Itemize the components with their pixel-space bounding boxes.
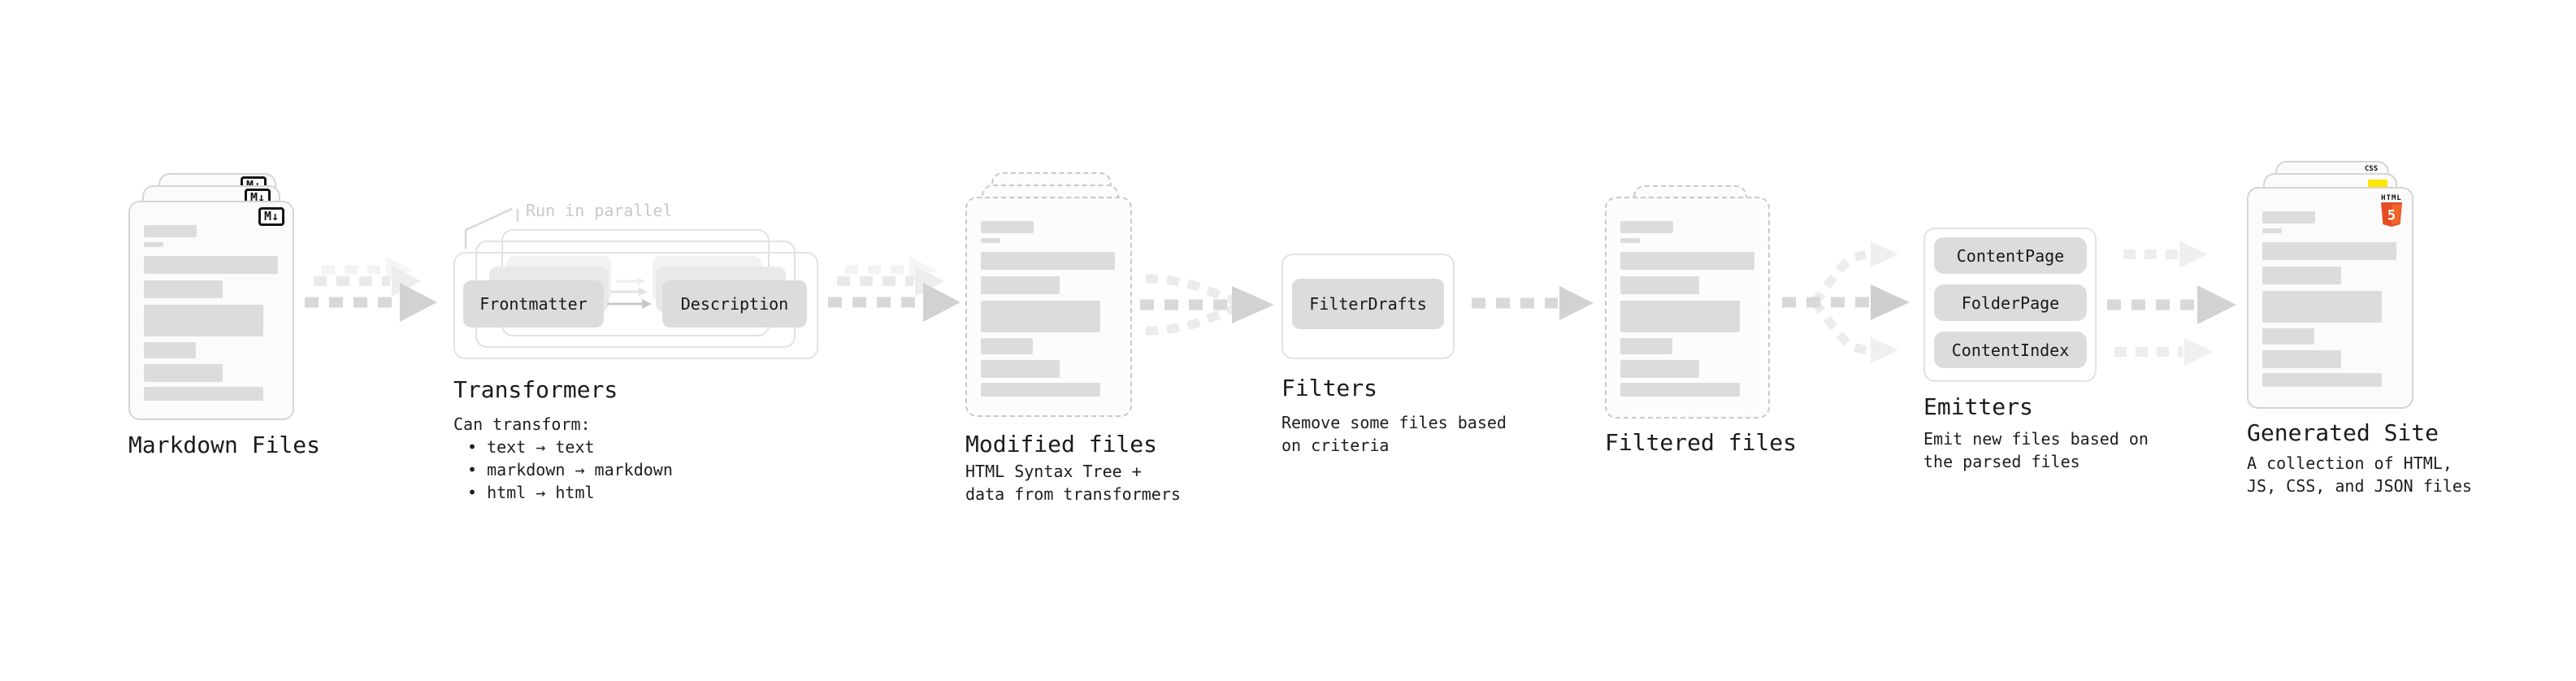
arrow-emitters-to-generated	[2107, 241, 2236, 366]
skeleton-text-bar	[2262, 350, 2341, 368]
modified-file-card-front	[965, 197, 1132, 417]
generated-site-description: A collection of HTML, JS, CSS, and JSON …	[2247, 452, 2472, 497]
skeleton-text-bar	[981, 276, 1060, 294]
parallel-mini-arrows	[607, 277, 652, 309]
skeleton-text-bar	[2262, 267, 2341, 284]
skeleton-text-bar	[144, 256, 278, 274]
arrow-filters-to-filtered	[1472, 286, 1594, 320]
generated-desc-line: A collection of HTML,	[2247, 453, 2452, 473]
run-in-parallel-label: Run in parallel	[526, 201, 673, 220]
transformers-desc-line: • text → text	[467, 437, 595, 457]
skeleton-text-bar	[981, 360, 1060, 378]
html5-shield: 5	[2381, 202, 2402, 227]
emitters-title: Emitters	[1923, 393, 2033, 420]
html5-shield-number: 5	[2387, 208, 2396, 224]
skeleton-text-bar	[144, 342, 196, 358]
filter-box-filterdrafts: FilterDrafts	[1292, 279, 1444, 329]
html5-icon: HTML 5	[2381, 194, 2402, 227]
transformers-container-front	[453, 252, 818, 359]
emitters-desc-line: Emit new files based on	[1923, 429, 2149, 449]
css-icon-label: CSS	[2364, 165, 2379, 173]
markdown-file-card-front: M↓	[128, 201, 294, 420]
filtered-file-card-front	[1605, 197, 1770, 419]
skeleton-text-bar	[1620, 221, 1673, 233]
skeleton-text-bar	[981, 252, 1115, 270]
skeleton-text-bar	[1620, 360, 1699, 378]
generated-file-card-html: HTML 5	[2247, 187, 2413, 409]
skeleton-text-bar	[981, 238, 1000, 243]
transformers-desc-line: • markdown → markdown	[467, 460, 673, 479]
arrow-modified-to-filters	[1140, 274, 1274, 336]
skeleton-text-bar	[981, 383, 1100, 397]
arrow-filtered-to-emitters	[1782, 241, 1910, 363]
skeleton-text-bar	[2262, 242, 2396, 260]
skeleton-text-bar	[144, 280, 223, 298]
transformers-title: Transformers	[453, 376, 618, 403]
emitters-container	[1923, 228, 2097, 382]
skeleton-text-bar	[981, 301, 1100, 332]
markdown-icon: M↓	[258, 207, 284, 226]
skeleton-text-bar	[144, 305, 263, 336]
skeleton-text-bar	[1620, 383, 1740, 397]
filters-desc-line: Remove some files based	[1281, 413, 1507, 432]
run-in-parallel-callout-line	[464, 207, 519, 249]
skeleton-text-bar	[144, 242, 163, 247]
arrow-markdown-to-transformers	[305, 257, 437, 322]
generated-site-title: Generated Site	[2247, 419, 2439, 446]
skeleton-text-bar	[2262, 328, 2314, 345]
modified-files-title: Modified files	[965, 431, 1158, 458]
transformers-description: Can transform: • text → text • markdown …	[453, 413, 673, 504]
skeleton-text-bar	[981, 338, 1033, 354]
modified-desc-line: data from transformers	[965, 484, 1181, 504]
skeleton-text-bar	[1620, 238, 1640, 243]
skeleton-text-bar	[1620, 276, 1699, 294]
html5-icon-word: HTML	[2381, 194, 2402, 202]
emitters-description: Emit new files based on the parsed files	[1923, 427, 2149, 473]
emitters-desc-line: the parsed files	[1923, 452, 2080, 471]
transformer-box-description: Description	[662, 280, 807, 327]
transformer-box-frontmatter: Frontmatter	[463, 280, 604, 327]
skeleton-text-bar	[144, 387, 263, 401]
skeleton-text-bar	[144, 225, 197, 237]
emitter-box-contentpage: ContentPage	[1934, 237, 2087, 274]
emitter-box-contentindex: ContentIndex	[1934, 332, 2087, 368]
skeleton-text-bar	[1620, 338, 1672, 354]
markdown-files-title: Markdown Files	[128, 432, 321, 458]
skeleton-text-bar	[2262, 211, 2315, 223]
transformers-desc-line: • html → html	[467, 483, 595, 502]
filters-description: Remove some files based on criteria	[1281, 411, 1507, 457]
filters-container	[1281, 254, 1455, 359]
emitter-box-folderpage: FolderPage	[1934, 284, 2087, 321]
skeleton-text-bar	[1620, 252, 1754, 270]
filters-desc-line: on criteria	[1281, 436, 1390, 455]
skeleton-text-bar	[2262, 228, 2282, 233]
modified-desc-line: HTML Syntax Tree +	[965, 462, 1142, 481]
filters-title: Filters	[1281, 375, 1378, 401]
skeleton-text-bar	[981, 221, 1034, 233]
skeleton-text-bar	[2262, 373, 2382, 387]
skeleton-text-bar	[2262, 291, 2382, 323]
skeleton-text-bar	[1620, 301, 1740, 332]
modified-files-description: HTML Syntax Tree + data from transformer…	[965, 460, 1181, 505]
generated-desc-line: JS, CSS, and JSON files	[2247, 476, 2472, 496]
arrow-transformers-to-modified	[828, 257, 961, 322]
transformers-desc-line: Can transform:	[453, 414, 591, 434]
filtered-files-title: Filtered files	[1605, 429, 1798, 456]
skeleton-text-bar	[144, 364, 223, 382]
